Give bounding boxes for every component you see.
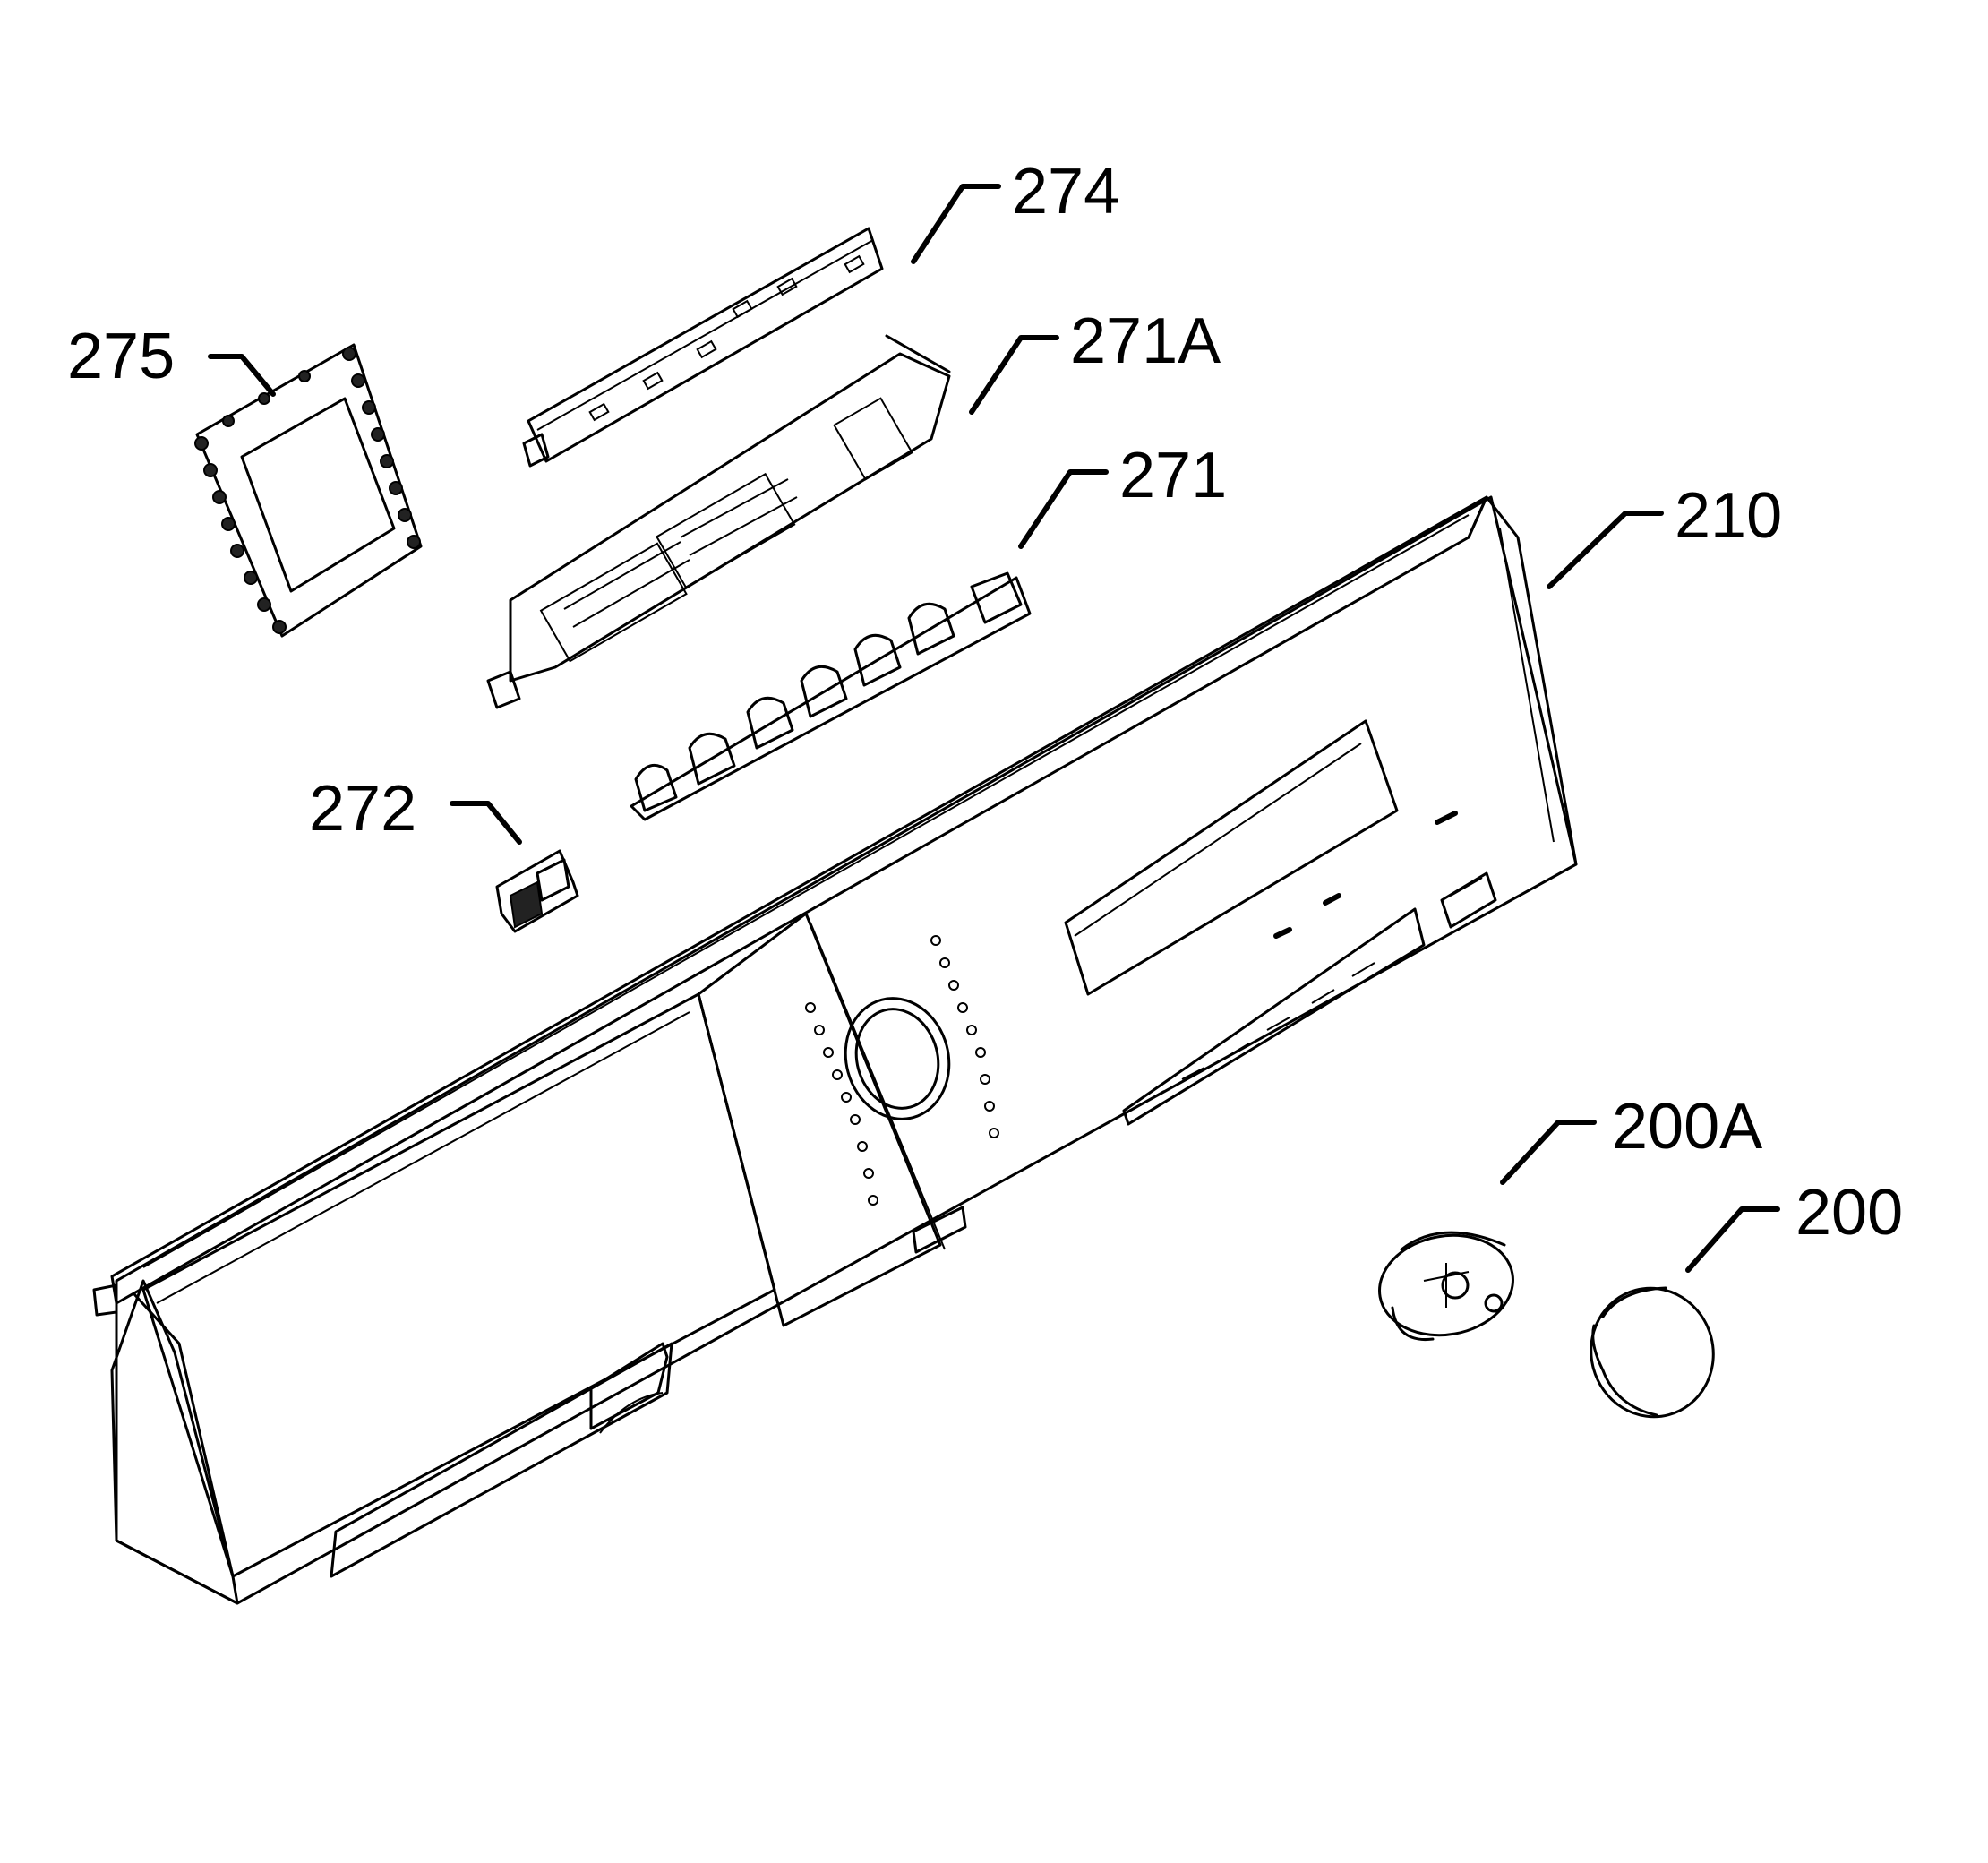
callout-200: 200: [1795, 1177, 1903, 1249]
leader-271A: [969, 335, 1059, 415]
leader-271: [1018, 469, 1109, 549]
callout-272: 272: [309, 773, 416, 845]
part-272-switch: [495, 849, 579, 933]
leader-274: [911, 184, 1001, 264]
part-271A-display-carrier: [486, 334, 951, 709]
leader-210: [1547, 511, 1664, 589]
part-275-frame: [194, 343, 423, 638]
callout-275: 275: [67, 321, 175, 392]
callout-274: 274: [1012, 156, 1119, 228]
callout-labels: 275 274 271A 271 210 272 200A 200: [67, 156, 1903, 1249]
leader-272: [450, 801, 522, 845]
part-200-knob-cap: [1590, 1286, 1715, 1419]
part-200A-knob-insert: [1378, 1231, 1514, 1342]
callout-271A: 271A: [1070, 305, 1221, 377]
part-210-control-panel: [92, 495, 1578, 1605]
callout-200A: 200A: [1612, 1091, 1762, 1163]
part-274-strip: [522, 227, 884, 468]
leader-lines: [208, 184, 1780, 1273]
leader-200A: [1500, 1120, 1597, 1185]
callout-271: 271: [1119, 440, 1227, 511]
part-271-button-keys: [630, 571, 1032, 821]
leader-200: [1685, 1206, 1780, 1273]
leader-275: [208, 354, 276, 397]
callout-210: 210: [1675, 480, 1782, 552]
